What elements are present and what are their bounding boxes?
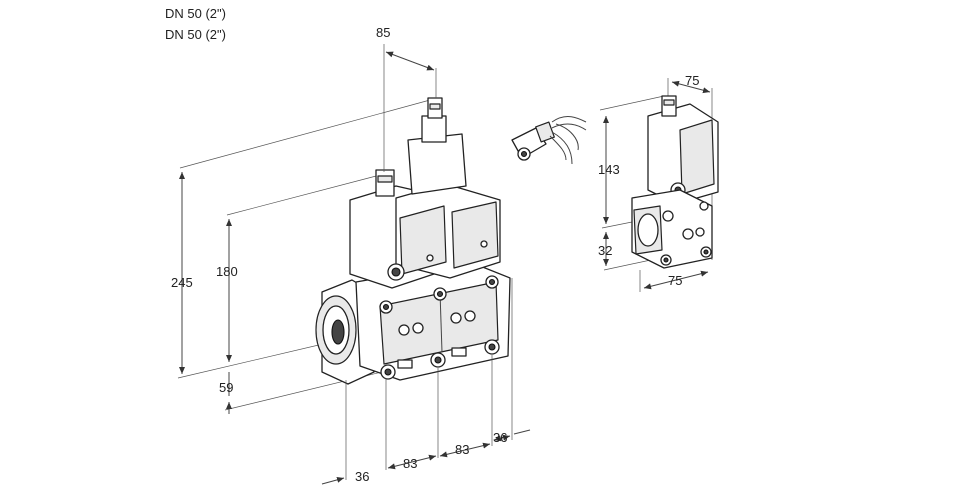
title-line-1: DN 50 (2") xyxy=(165,6,226,21)
dim-75-bottom: 75 xyxy=(668,273,682,288)
dimension-labels: 85 245 180 59 36 83 83 36 75 143 32 75 xyxy=(171,25,699,484)
side-view-valve xyxy=(599,78,719,292)
dim-143: 143 xyxy=(598,162,620,177)
dim-36-right: 36 xyxy=(493,430,507,445)
main-dimension-lines xyxy=(179,44,531,485)
dim-75-top: 75 xyxy=(685,73,699,88)
dim-83-a: 83 xyxy=(403,456,417,471)
dim-180: 180 xyxy=(216,264,238,279)
main-valve-assembly xyxy=(177,97,511,411)
dim-59: 59 xyxy=(219,380,233,395)
dim-245: 245 xyxy=(171,275,193,290)
side-dimension-lines xyxy=(603,80,711,290)
dim-32: 32 xyxy=(598,243,612,258)
dim-83-b: 83 xyxy=(455,442,469,457)
connector-plug xyxy=(511,116,587,165)
title-line-2: DN 50 (2") xyxy=(165,27,226,42)
dim-85: 85 xyxy=(376,25,390,40)
dim-36-left: 36 xyxy=(355,469,369,484)
